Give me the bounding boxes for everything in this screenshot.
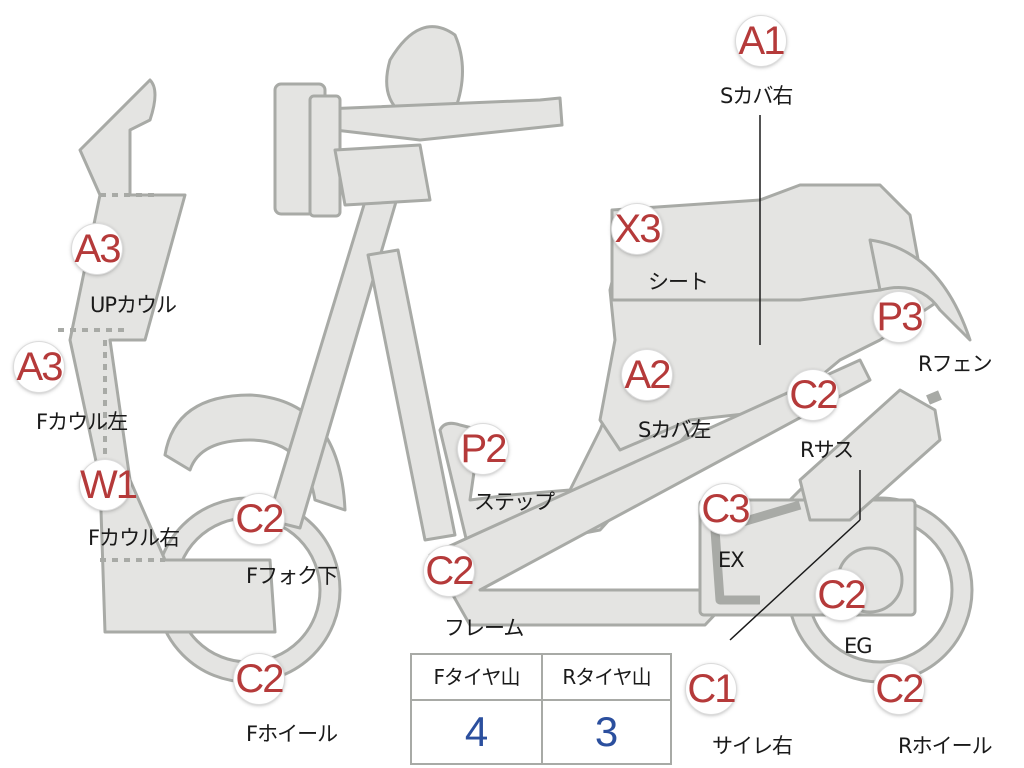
front-tire-tread-value: 4 (464, 708, 489, 755)
part-code-badge: C1 (686, 664, 737, 714)
part-code-badge: A1 (736, 16, 786, 66)
part-code-badge: C2 (234, 654, 285, 704)
part-label: フレーム (444, 616, 524, 640)
part-code-badge: A2 (622, 350, 672, 400)
rear-tire-tread-value: 3 (594, 708, 619, 755)
part-label: Sカバ左 (638, 418, 711, 442)
part-label: Rフェン (918, 352, 993, 376)
windscreen-shape (385, 25, 464, 114)
rear-tire-tread-header: Rタイヤ山 (543, 655, 670, 701)
table-divider (541, 655, 543, 763)
leader-line-muffler (729, 519, 861, 641)
part-code-badge: P2 (458, 424, 508, 474)
part-label: Fホイール (246, 722, 338, 746)
front-tire-tread-header: Fタイヤ山 (412, 655, 541, 701)
part-label: ステップ (474, 490, 555, 514)
part-label: EG (844, 634, 873, 658)
rear-fender-shape (868, 238, 972, 342)
part-label: Rホイール (898, 734, 993, 758)
part-code-badge: C2 (788, 370, 839, 420)
part-code-badge: A3 (14, 342, 64, 392)
part-label: シート (648, 270, 709, 294)
part-code-badge: X3 (612, 204, 662, 254)
part-code-badge: C2 (874, 664, 925, 714)
part-label: UPカウル (90, 293, 177, 317)
seat-shape (610, 183, 922, 302)
part-code-badge: C2 (234, 494, 285, 544)
part-label: EX (718, 548, 745, 572)
tire-tread-table: Fタイヤ山 Rタイヤ山 4 3 (410, 653, 672, 765)
part-label: Sカバ右 (720, 84, 793, 108)
exhaust-pipe-shape (710, 500, 802, 605)
part-code-badge: W1 (80, 460, 138, 510)
part-label: Fフォク下 (246, 564, 338, 588)
part-code-badge: C2 (816, 570, 867, 620)
part-label: サイレ右 (712, 734, 793, 758)
part-label: Fカウル左 (36, 410, 128, 434)
part-code-badge: P3 (874, 292, 924, 342)
part-label: Rサス (800, 438, 854, 462)
muffler-shape (798, 388, 942, 522)
part-code-badge: A3 (72, 224, 122, 274)
part-code-badge: C2 (424, 546, 475, 596)
part-code-badge: C3 (700, 484, 751, 534)
part-label: Fカウル右 (88, 526, 180, 550)
